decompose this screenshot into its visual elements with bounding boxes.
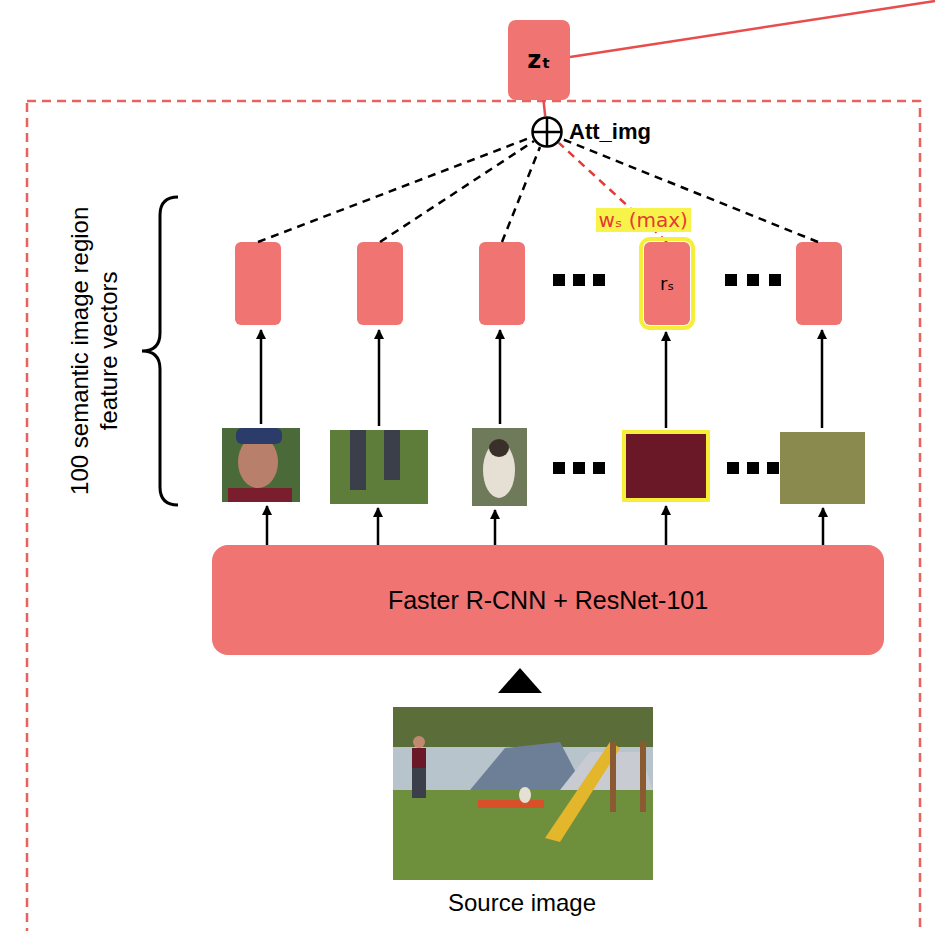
ellipsis-dot [573, 462, 585, 474]
dashed-region [27, 101, 920, 931]
ellipsis-dot [725, 274, 737, 286]
ellipsis-dot [573, 274, 585, 286]
flow-arrow [665, 332, 668, 428]
flow-arrow [266, 506, 269, 545]
flow-arrow [494, 510, 497, 545]
region-patch [330, 430, 428, 504]
flow-arrow [665, 506, 668, 545]
source-image-slide [545, 742, 620, 842]
feature-vector: rₛ [644, 242, 690, 325]
node-heading: Att_img [569, 119, 651, 145]
ellipsis-dot [727, 462, 739, 474]
region-patch-leg [384, 430, 400, 480]
region-patch [472, 428, 527, 506]
source-image-post [610, 742, 616, 812]
ellipsis-dot [767, 462, 779, 474]
attention-sum: Att_img [531, 116, 563, 148]
flow-arrow [499, 330, 502, 424]
flow-arrow [822, 508, 825, 545]
feature-vector [357, 242, 403, 325]
ellipsis-dot [553, 462, 565, 474]
flow-arrow [821, 330, 824, 428]
bracket-label: 100 semantic image region feature vector… [66, 186, 124, 516]
source-image-person-head [413, 736, 425, 748]
output-line [570, 1, 935, 57]
context-vector: zₜ [508, 20, 570, 100]
attention-connector [543, 100, 545, 116]
curly-bracket [142, 197, 178, 505]
plus-stroke [533, 131, 561, 134]
sum-circle-outline [533, 118, 562, 147]
process-box: Faster R-CNN + ResNet-101 [212, 545, 884, 655]
source-image-person [412, 748, 426, 768]
flow-arrow [260, 330, 263, 424]
source-image-trees [393, 707, 653, 747]
source-image-person-legs [412, 768, 426, 798]
ellipsis-dot [553, 274, 565, 286]
flow-arrow [378, 330, 381, 426]
input-triangle [498, 668, 542, 693]
region-patch [780, 432, 865, 504]
region-patch [222, 428, 300, 502]
region-patch-shirt [228, 488, 292, 502]
attention-line [258, 137, 532, 242]
source-image-dog [519, 787, 531, 803]
region-patch-cap [236, 428, 282, 444]
flow-arrow [377, 508, 380, 545]
attention-line [380, 141, 534, 242]
edge-weight-label: wₛ (max) [596, 208, 691, 232]
region-patch-dog-head [489, 439, 509, 457]
node-label: zₜ [527, 46, 550, 74]
feature-vector [796, 242, 842, 325]
ellipsis-dot [747, 274, 759, 286]
sum-circle [531, 116, 563, 148]
node-label: Faster R-CNN + ResNet-101 [388, 586, 708, 615]
region-patch-leg [350, 430, 366, 490]
feature-vector [479, 242, 525, 325]
source-image [393, 707, 653, 880]
feature-vector [235, 242, 281, 325]
ellipsis-dot [593, 462, 605, 474]
source-image-post [640, 742, 646, 812]
image-caption: Source image [372, 889, 672, 918]
attention-line [502, 147, 540, 242]
attention-line [562, 139, 818, 242]
ellipsis-dot [747, 462, 759, 474]
node-label: rₛ [660, 273, 674, 294]
ellipsis-dot [769, 274, 781, 286]
region-patch-selected [624, 432, 708, 500]
source-image-hurdle [478, 800, 544, 808]
ellipsis-dot [593, 274, 605, 286]
